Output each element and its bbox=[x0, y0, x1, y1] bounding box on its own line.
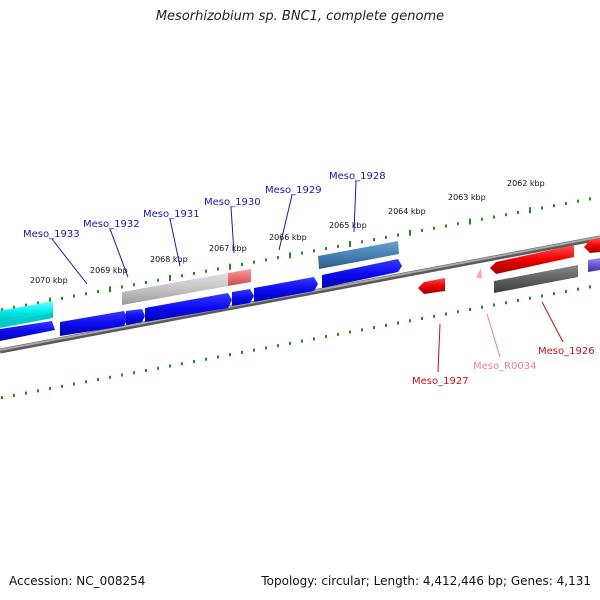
leader-meso-1930 bbox=[230, 206, 235, 254]
gene-label-meso-1930: Meso_1930 bbox=[204, 197, 261, 208]
feature-dark-gray-upper bbox=[494, 265, 578, 293]
scale-label-2062: 2062 kbp bbox=[507, 179, 545, 188]
feature-red-upper bbox=[490, 245, 574, 274]
leader-meso-1931 bbox=[169, 218, 181, 267]
leader-meso-1929 bbox=[278, 194, 293, 251]
gene-label-meso-1929: Meso_1929 bbox=[265, 185, 322, 196]
gene-label-meso-1933: Meso_1933 bbox=[23, 229, 80, 240]
leader-meso-1933 bbox=[51, 238, 88, 285]
gene-label-meso-1931: Meso_1931 bbox=[143, 209, 200, 220]
cds-arrow-meso-1929 bbox=[232, 289, 254, 306]
gene-label-meso-1932: Meso_1932 bbox=[83, 219, 140, 230]
scale-label-2070: 2070 kbp bbox=[30, 276, 68, 285]
feature-purple-edge bbox=[588, 258, 600, 272]
gene-label-meso-1926: Meso_1926 bbox=[538, 346, 595, 357]
scale-label-2064: 2064 kbp bbox=[388, 207, 426, 216]
scale-label-2063: 2063 kbp bbox=[448, 193, 486, 202]
feature-cyan-upper bbox=[0, 301, 53, 328]
cds-arrow-meso-1928a bbox=[254, 277, 318, 302]
leader-meso-1927 bbox=[437, 323, 441, 373]
feature-red-edge bbox=[584, 238, 600, 253]
gene-label-leaders bbox=[51, 180, 564, 373]
scale-label-2067: 2067 kbp bbox=[209, 244, 247, 253]
scale-label-2065: 2065 kbp bbox=[329, 221, 367, 230]
gene-label-meso-1927: Meso_1927 bbox=[412, 376, 469, 387]
scale-label-2066: 2066 kbp bbox=[269, 233, 307, 242]
gene-label-meso-r0034: Meso_R0034 bbox=[473, 361, 537, 372]
scale-label-2068: 2068 kbp bbox=[150, 255, 188, 264]
feature-steelblue-upper bbox=[318, 241, 399, 269]
outer-scale-ticks bbox=[1, 197, 591, 312]
gene-label-meso-1928: Meso_1928 bbox=[329, 171, 386, 182]
cds-arrow-meso-1928b bbox=[322, 259, 402, 288]
cds-arrow-meso-1931 bbox=[126, 309, 145, 325]
leader-meso-1926 bbox=[541, 301, 564, 343]
leader-meso-1932 bbox=[109, 228, 129, 278]
cds-arrow-meso-1930 bbox=[145, 293, 232, 322]
genome-title: Mesorhizobium sp. BNC1, complete genome bbox=[155, 9, 445, 24]
rna-meso-r0034 bbox=[476, 268, 482, 279]
scale-label-2069: 2069 kbp bbox=[90, 266, 128, 275]
cds-arrow-meso-1932 bbox=[60, 311, 128, 336]
feature-gray-upper bbox=[122, 269, 251, 305]
cds-arrow-meso-1927 bbox=[418, 278, 445, 294]
genome-stats-text: Topology: circular; Length: 4,412,446 bp… bbox=[261, 574, 591, 588]
cds-arrow-meso-1933 bbox=[0, 321, 55, 341]
gene-labels: Meso_1933 Meso_1932 Meso_1931 Meso_1930 … bbox=[23, 171, 595, 387]
scale-labels: 2070 kbp 2069 kbp 2068 kbp 2067 kbp 2066… bbox=[30, 179, 545, 285]
accession-text: Accession: NC_008254 bbox=[9, 574, 146, 588]
leader-meso-r0034 bbox=[486, 313, 501, 358]
leader-meso-1928 bbox=[353, 180, 357, 233]
inner-scale-ticks bbox=[1, 285, 591, 400]
